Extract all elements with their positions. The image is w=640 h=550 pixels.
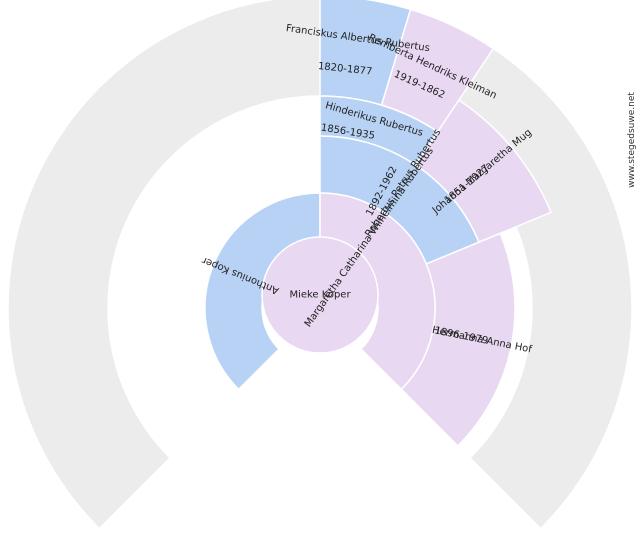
root-person-circle[interactable] xyxy=(261,236,379,354)
root-name: Mieke Koper xyxy=(289,290,351,301)
site-credit-text: www.stegedsuwe.net xyxy=(627,92,637,188)
